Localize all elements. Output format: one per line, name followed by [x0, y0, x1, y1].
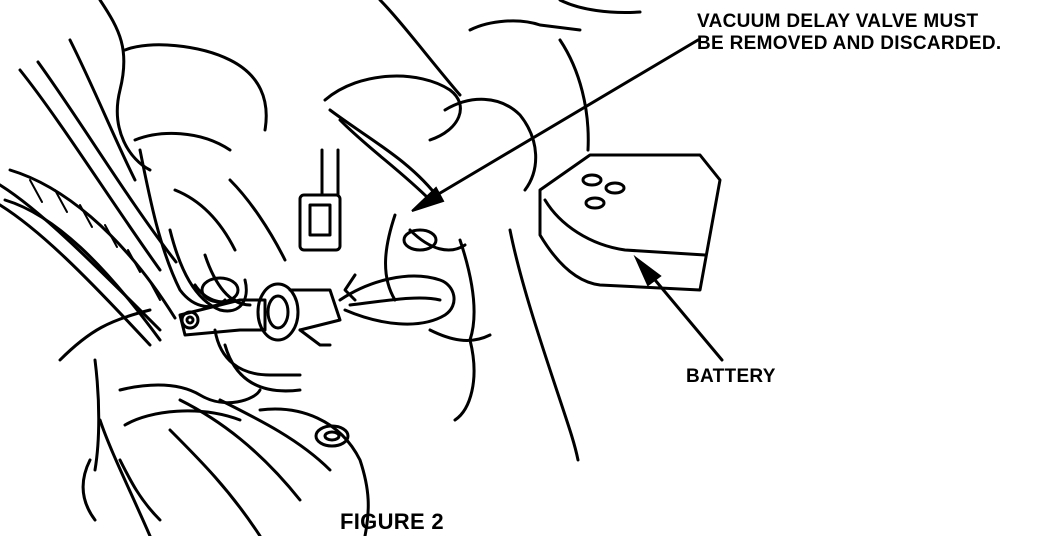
valve-arrow-icon [411, 186, 445, 212]
left-hand [123, 43, 287, 313]
lower-hoses [58, 308, 370, 536]
battery [538, 153, 722, 292]
wiring-harness [0, 0, 178, 347]
battery-arrow-icon [633, 254, 662, 287]
valve-callout-line1: VACUUM DELAY VALVE MUST [697, 11, 979, 32]
valve-callout-line2: BE REMOVED AND DISCARDED. [697, 33, 1002, 54]
valve-callout: VACUUM DELAY VALVE MUST BE REMOVED AND D… [697, 11, 1002, 55]
right-hand [323, 74, 538, 342]
figure-caption: FIGURE 2 [340, 509, 444, 534]
vacuum-delay-valve [178, 148, 342, 393]
body-panel [378, 0, 642, 462]
leader-lines [411, 38, 724, 362]
battery-callout: BATTERY [686, 366, 776, 387]
